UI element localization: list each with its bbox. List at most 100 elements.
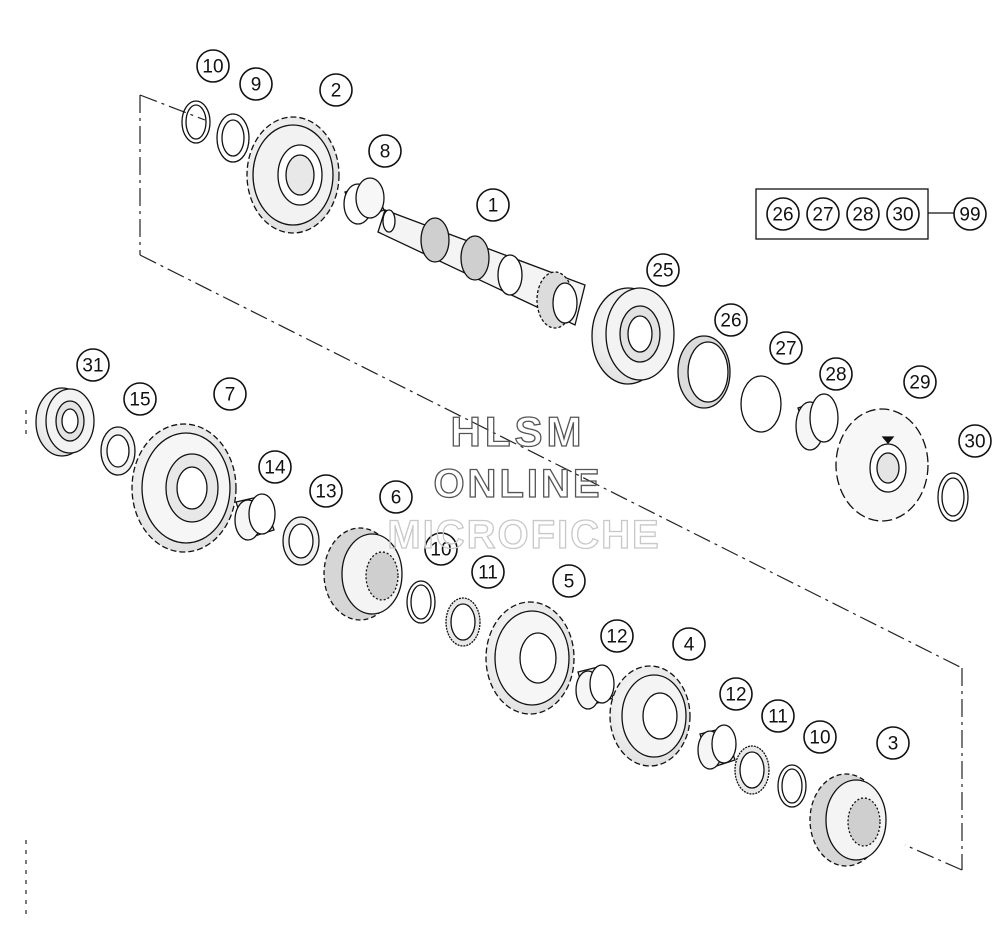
- callout-circle: [886, 197, 920, 231]
- bushing-part-14: [234, 493, 276, 541]
- sprocket-part-29: [835, 408, 929, 522]
- callout-number: 27: [775, 339, 796, 360]
- callout-number: 99: [959, 205, 980, 226]
- callout-12: 12: [600, 619, 634, 653]
- callout-25: 25: [646, 253, 680, 287]
- callout-number: 28: [825, 365, 846, 386]
- callout-29: 29: [903, 365, 937, 399]
- assembly-outline: [25, 94, 963, 920]
- callout-28: 28: [819, 357, 853, 391]
- callout-28: 28: [846, 197, 880, 231]
- callout-number: 14: [264, 458, 286, 479]
- callout-number: 7: [225, 385, 236, 406]
- callout-circle: [471, 555, 505, 589]
- callout-6: 6: [379, 480, 413, 514]
- washer-part-15: [100, 426, 136, 476]
- circlip-part-10-middle: [406, 580, 436, 624]
- callout-2: 2: [319, 73, 353, 107]
- callout-30: 30: [958, 424, 992, 458]
- gear-part-7: [131, 423, 237, 553]
- callout-number: 26: [772, 205, 793, 226]
- callout-number: 5: [564, 572, 575, 593]
- callout-1: 1: [476, 188, 510, 222]
- callout-8: 8: [368, 134, 402, 168]
- gear-part-4: [609, 665, 691, 767]
- callout-4: 4: [672, 627, 706, 661]
- callout-circle: [953, 197, 987, 231]
- oring-part-27: [740, 375, 782, 433]
- callout-circle: [213, 377, 247, 411]
- callout-number: 1: [488, 196, 499, 217]
- circlip-part-10-lower: [777, 764, 807, 808]
- callout-circle: [769, 331, 803, 365]
- callout-number: 3: [888, 734, 899, 755]
- gear-part-3: [809, 773, 887, 867]
- callout-circle: [196, 49, 230, 83]
- washer-part-11-lower: [734, 745, 770, 795]
- callout-circle: [846, 197, 880, 231]
- callout-number: 10: [809, 728, 830, 749]
- callout-11: 11: [761, 699, 795, 733]
- callout-number: 11: [768, 707, 788, 728]
- callout-26: 26: [766, 197, 800, 231]
- callout-27: 27: [769, 331, 803, 365]
- callout-number: 25: [652, 261, 673, 282]
- callout-circle: [903, 365, 937, 399]
- callout-circle: [552, 564, 586, 598]
- callout-13: 13: [309, 474, 343, 508]
- callout-circle: [958, 424, 992, 458]
- circlip-part-30: [937, 472, 969, 522]
- watermark-line1: HLSM: [451, 408, 586, 455]
- gear-part-5: [485, 601, 575, 715]
- callout-number: 30: [892, 205, 913, 226]
- callout-number: 10: [430, 540, 451, 561]
- callout-30: 30: [886, 197, 920, 231]
- callout-circle: [258, 450, 292, 484]
- callout-99: 99: [953, 197, 987, 231]
- callout-12: 12: [719, 677, 753, 711]
- spacer-part-28: [795, 393, 839, 451]
- seal-part-26: [677, 335, 731, 409]
- callout-9: 9: [239, 67, 273, 101]
- callout-number: 28: [852, 205, 873, 226]
- callout-circle: [379, 480, 413, 514]
- callout-27: 27: [806, 197, 840, 231]
- callout-number: 30: [964, 432, 985, 453]
- callout-circle: [766, 197, 800, 231]
- callout-14: 14: [258, 450, 292, 484]
- callout-number: 27: [812, 205, 833, 226]
- callout-number: 8: [380, 142, 391, 163]
- callout-circle: [309, 474, 343, 508]
- watermark: HLSM ONLINE MICROFICHE: [387, 407, 660, 557]
- callout-circle: [803, 720, 837, 754]
- callout-7: 7: [213, 377, 247, 411]
- callout-circle: [239, 67, 273, 101]
- callout-10: 10: [196, 49, 230, 83]
- bushing-part-8: [343, 177, 385, 225]
- callout-15: 15: [123, 382, 157, 416]
- callout-26: 26: [714, 303, 748, 337]
- gear-part-6: [323, 527, 403, 621]
- callout-number: 13: [315, 482, 336, 503]
- callout-circle: [319, 73, 353, 107]
- callout-number: 9: [251, 75, 262, 96]
- watermark-line3: MICROFICHE: [387, 513, 660, 557]
- bearing-part-31: [35, 387, 95, 457]
- callout-number: 26: [720, 311, 741, 332]
- shaft-part-1: [377, 209, 586, 329]
- bearing-part-25: [591, 287, 675, 385]
- circlip-part-10-top: [181, 100, 211, 144]
- watermark-line2: ONLINE: [433, 462, 602, 506]
- callout-11: 11: [471, 555, 505, 589]
- callout-circle: [719, 677, 753, 711]
- callout-number: 10: [202, 57, 223, 78]
- callout-circle: [672, 627, 706, 661]
- callout-circle: [123, 382, 157, 416]
- washer-part-13: [282, 516, 320, 566]
- washer-part-11-middle: [445, 597, 481, 647]
- gear-part-2: [246, 116, 340, 234]
- callout-number: 11: [478, 563, 498, 584]
- callout-number: 6: [391, 488, 402, 509]
